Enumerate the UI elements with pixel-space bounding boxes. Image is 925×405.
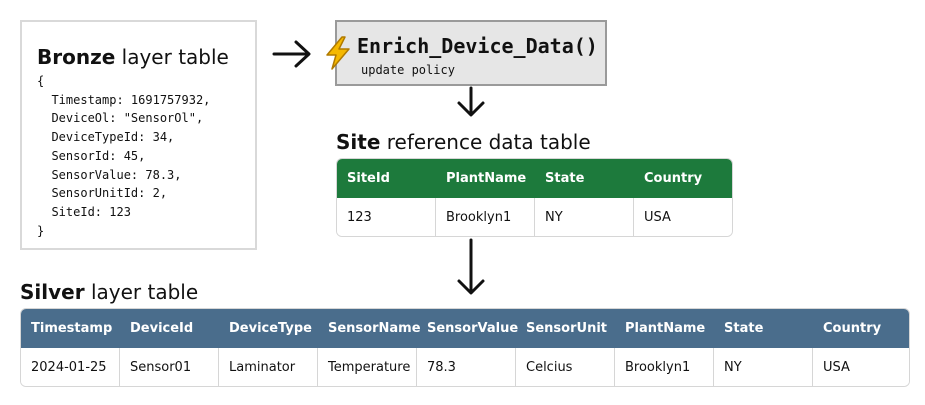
silver-header-cell: DeviceId [120, 309, 219, 348]
lightning-bolt-icon [326, 36, 350, 70]
silver-header-cell: Timestamp [21, 309, 120, 348]
arrow-down-icon [457, 238, 485, 295]
site-header-cell: Country [634, 159, 732, 198]
site-title-bold: Site [336, 130, 381, 154]
silver-cell: USA [813, 348, 909, 386]
update-policy-box: Enrich_Device_Data() update policy [326, 20, 607, 86]
silver-cell: Sensor01 [120, 348, 219, 386]
silver-cell: Laminator [219, 348, 318, 386]
silver-layer-table: Timestamp DeviceId DeviceType SensorName… [20, 308, 910, 387]
site-header-cell: PlantName [436, 159, 535, 198]
site-cell: Brooklyn1 [436, 198, 535, 236]
table-row: 123 Brooklyn1 NY USA [337, 198, 732, 236]
site-cell: USA [634, 198, 732, 236]
silver-title-rest: layer table [84, 280, 199, 304]
silver-cell: Brooklyn1 [615, 348, 714, 386]
site-cell: NY [535, 198, 634, 236]
silver-header-cell: SensorName [318, 309, 421, 348]
silver-header-cell: SensorValue [417, 309, 518, 348]
site-header-row: SiteId PlantName State Country [337, 159, 732, 198]
bronze-title: Bronze layer table [37, 45, 229, 69]
silver-header-cell: State [714, 309, 813, 348]
site-cell: 123 [337, 198, 436, 236]
table-row: 2024-01-25 Sensor01 Laminator Temperatur… [21, 348, 909, 386]
silver-cell: 78.3 [417, 348, 516, 386]
site-header-cell: State [535, 159, 634, 198]
site-reference-table: SiteId PlantName State Country 123 Brook… [336, 158, 733, 237]
arrow-right-icon [272, 40, 311, 68]
arrow-down-icon [457, 86, 485, 117]
silver-header-row: Timestamp DeviceId DeviceType SensorName… [21, 309, 909, 348]
silver-table-title: Silver layer table [20, 280, 198, 304]
silver-header-cell: PlantName [615, 309, 714, 348]
bronze-title-rest: layer table [115, 45, 229, 69]
silver-header-cell: DeviceType [219, 309, 318, 348]
silver-header-cell: Country [813, 309, 909, 348]
function-subtitle: update policy [361, 63, 455, 77]
silver-header-cell: SensorUnit [516, 309, 615, 348]
silver-cell: NY [714, 348, 813, 386]
bronze-code-block: { Timestamp: 1691757932, DeviceOl: "Sens… [37, 74, 211, 238]
bronze-layer-card: Bronze layer table { Timestamp: 16917579… [20, 20, 257, 250]
site-table-title: Site reference data table [336, 130, 591, 154]
bronze-title-bold: Bronze [37, 45, 116, 69]
site-header-cell: SiteId [337, 159, 436, 198]
silver-title-bold: Silver [20, 280, 85, 304]
site-title-rest: reference data table [380, 130, 591, 154]
silver-cell: Celcius [516, 348, 615, 386]
silver-cell: 2024-01-25 [21, 348, 120, 386]
function-name: Enrich_Device_Data() [357, 34, 598, 58]
silver-cell: Temperature [318, 348, 417, 386]
